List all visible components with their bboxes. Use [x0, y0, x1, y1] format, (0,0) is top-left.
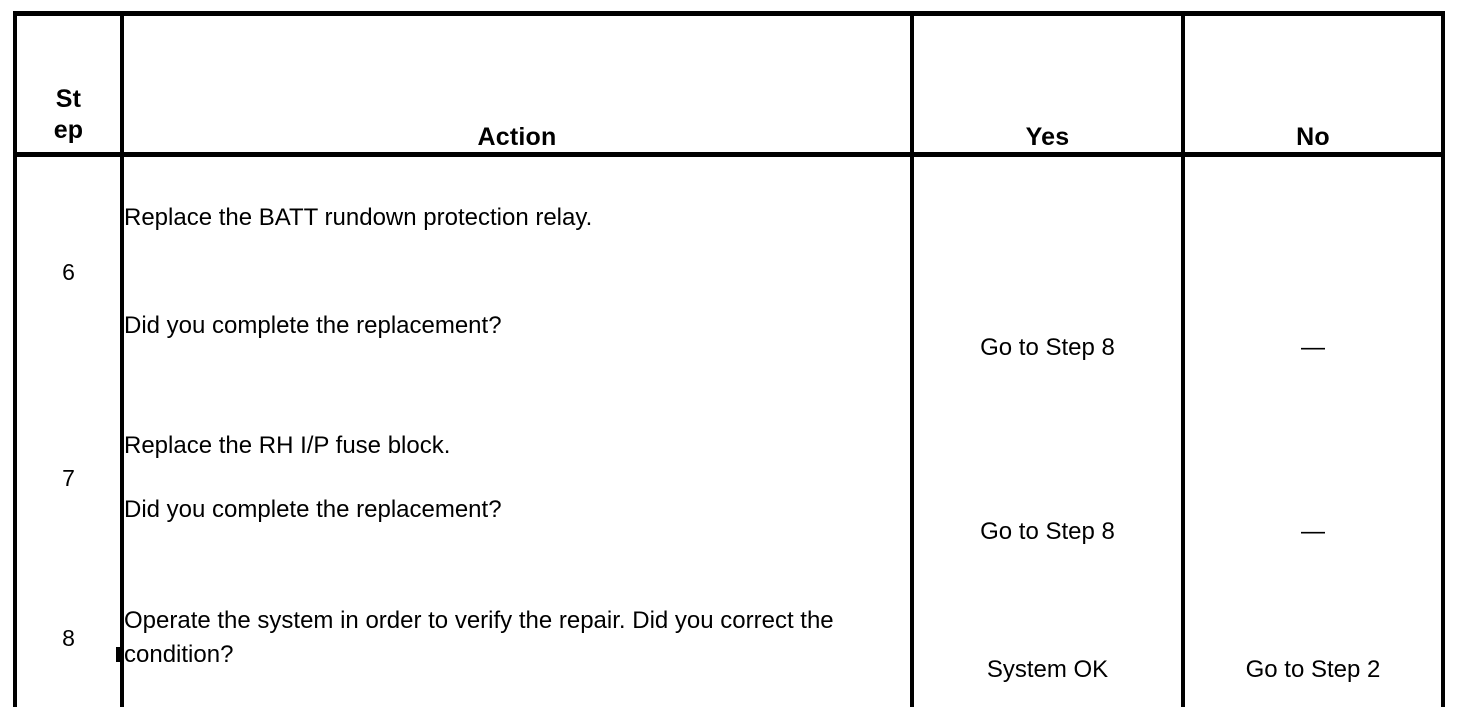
cell-no-outcome: — — [1183, 155, 1443, 388]
cell-yes-outcome: Go to Step 8 — [912, 387, 1183, 569]
action-question: Did you complete the replacement? — [124, 309, 910, 343]
diagnostic-step-table: St ep Action Yes No 6 Replace the BATT r… — [13, 11, 1445, 707]
next-row-clipped-stub — [13, 647, 1441, 662]
action-question: Did you complete the replacement? — [124, 493, 910, 527]
cell-action: Operate the system in order to verify th… — [122, 569, 912, 707]
cell-no-outcome: Go to Step 2 — [1183, 569, 1443, 707]
column-header-action: Action — [122, 14, 912, 155]
cell-step-number: 6 — [15, 155, 122, 388]
table-row: 6 Replace the BATT rundown protection re… — [15, 155, 1443, 388]
table-header: St ep Action Yes No — [15, 14, 1443, 155]
header-row: St ep Action Yes No — [15, 14, 1443, 155]
action-instruction: Replace the BATT rundown protection rela… — [124, 201, 910, 235]
table-body: 6 Replace the BATT rundown protection re… — [15, 155, 1443, 707]
action-instruction: Replace the RH I/P fuse block. — [124, 429, 910, 463]
table-left-border-continuation — [13, 647, 17, 662]
column-header-step-line2: ep — [17, 115, 120, 146]
cell-action: Replace the BATT rundown protection rela… — [122, 155, 912, 388]
column-header-step-line1: St — [17, 84, 120, 115]
cell-action: Replace the RH I/P fuse block. Did you c… — [122, 387, 912, 569]
cell-step-number: 7 — [15, 387, 122, 569]
step-column-border-continuation — [116, 647, 120, 662]
diagnostic-table-page: St ep Action Yes No 6 Replace the BATT r… — [0, 0, 1472, 662]
action-spacer — [124, 463, 910, 493]
cell-step-number: 8 — [15, 569, 122, 707]
column-header-yes: Yes — [912, 14, 1183, 155]
column-header-no: No — [1183, 14, 1443, 155]
cell-no-outcome: — — [1183, 387, 1443, 569]
column-header-step: St ep — [15, 14, 122, 155]
action-spacer — [124, 235, 910, 309]
cell-yes-outcome: Go to Step 8 — [912, 155, 1183, 388]
table-row: 8 Operate the system in order to verify … — [15, 569, 1443, 707]
table-row: 7 Replace the RH I/P fuse block. Did you… — [15, 387, 1443, 569]
cell-yes-outcome: System OK — [912, 569, 1183, 707]
